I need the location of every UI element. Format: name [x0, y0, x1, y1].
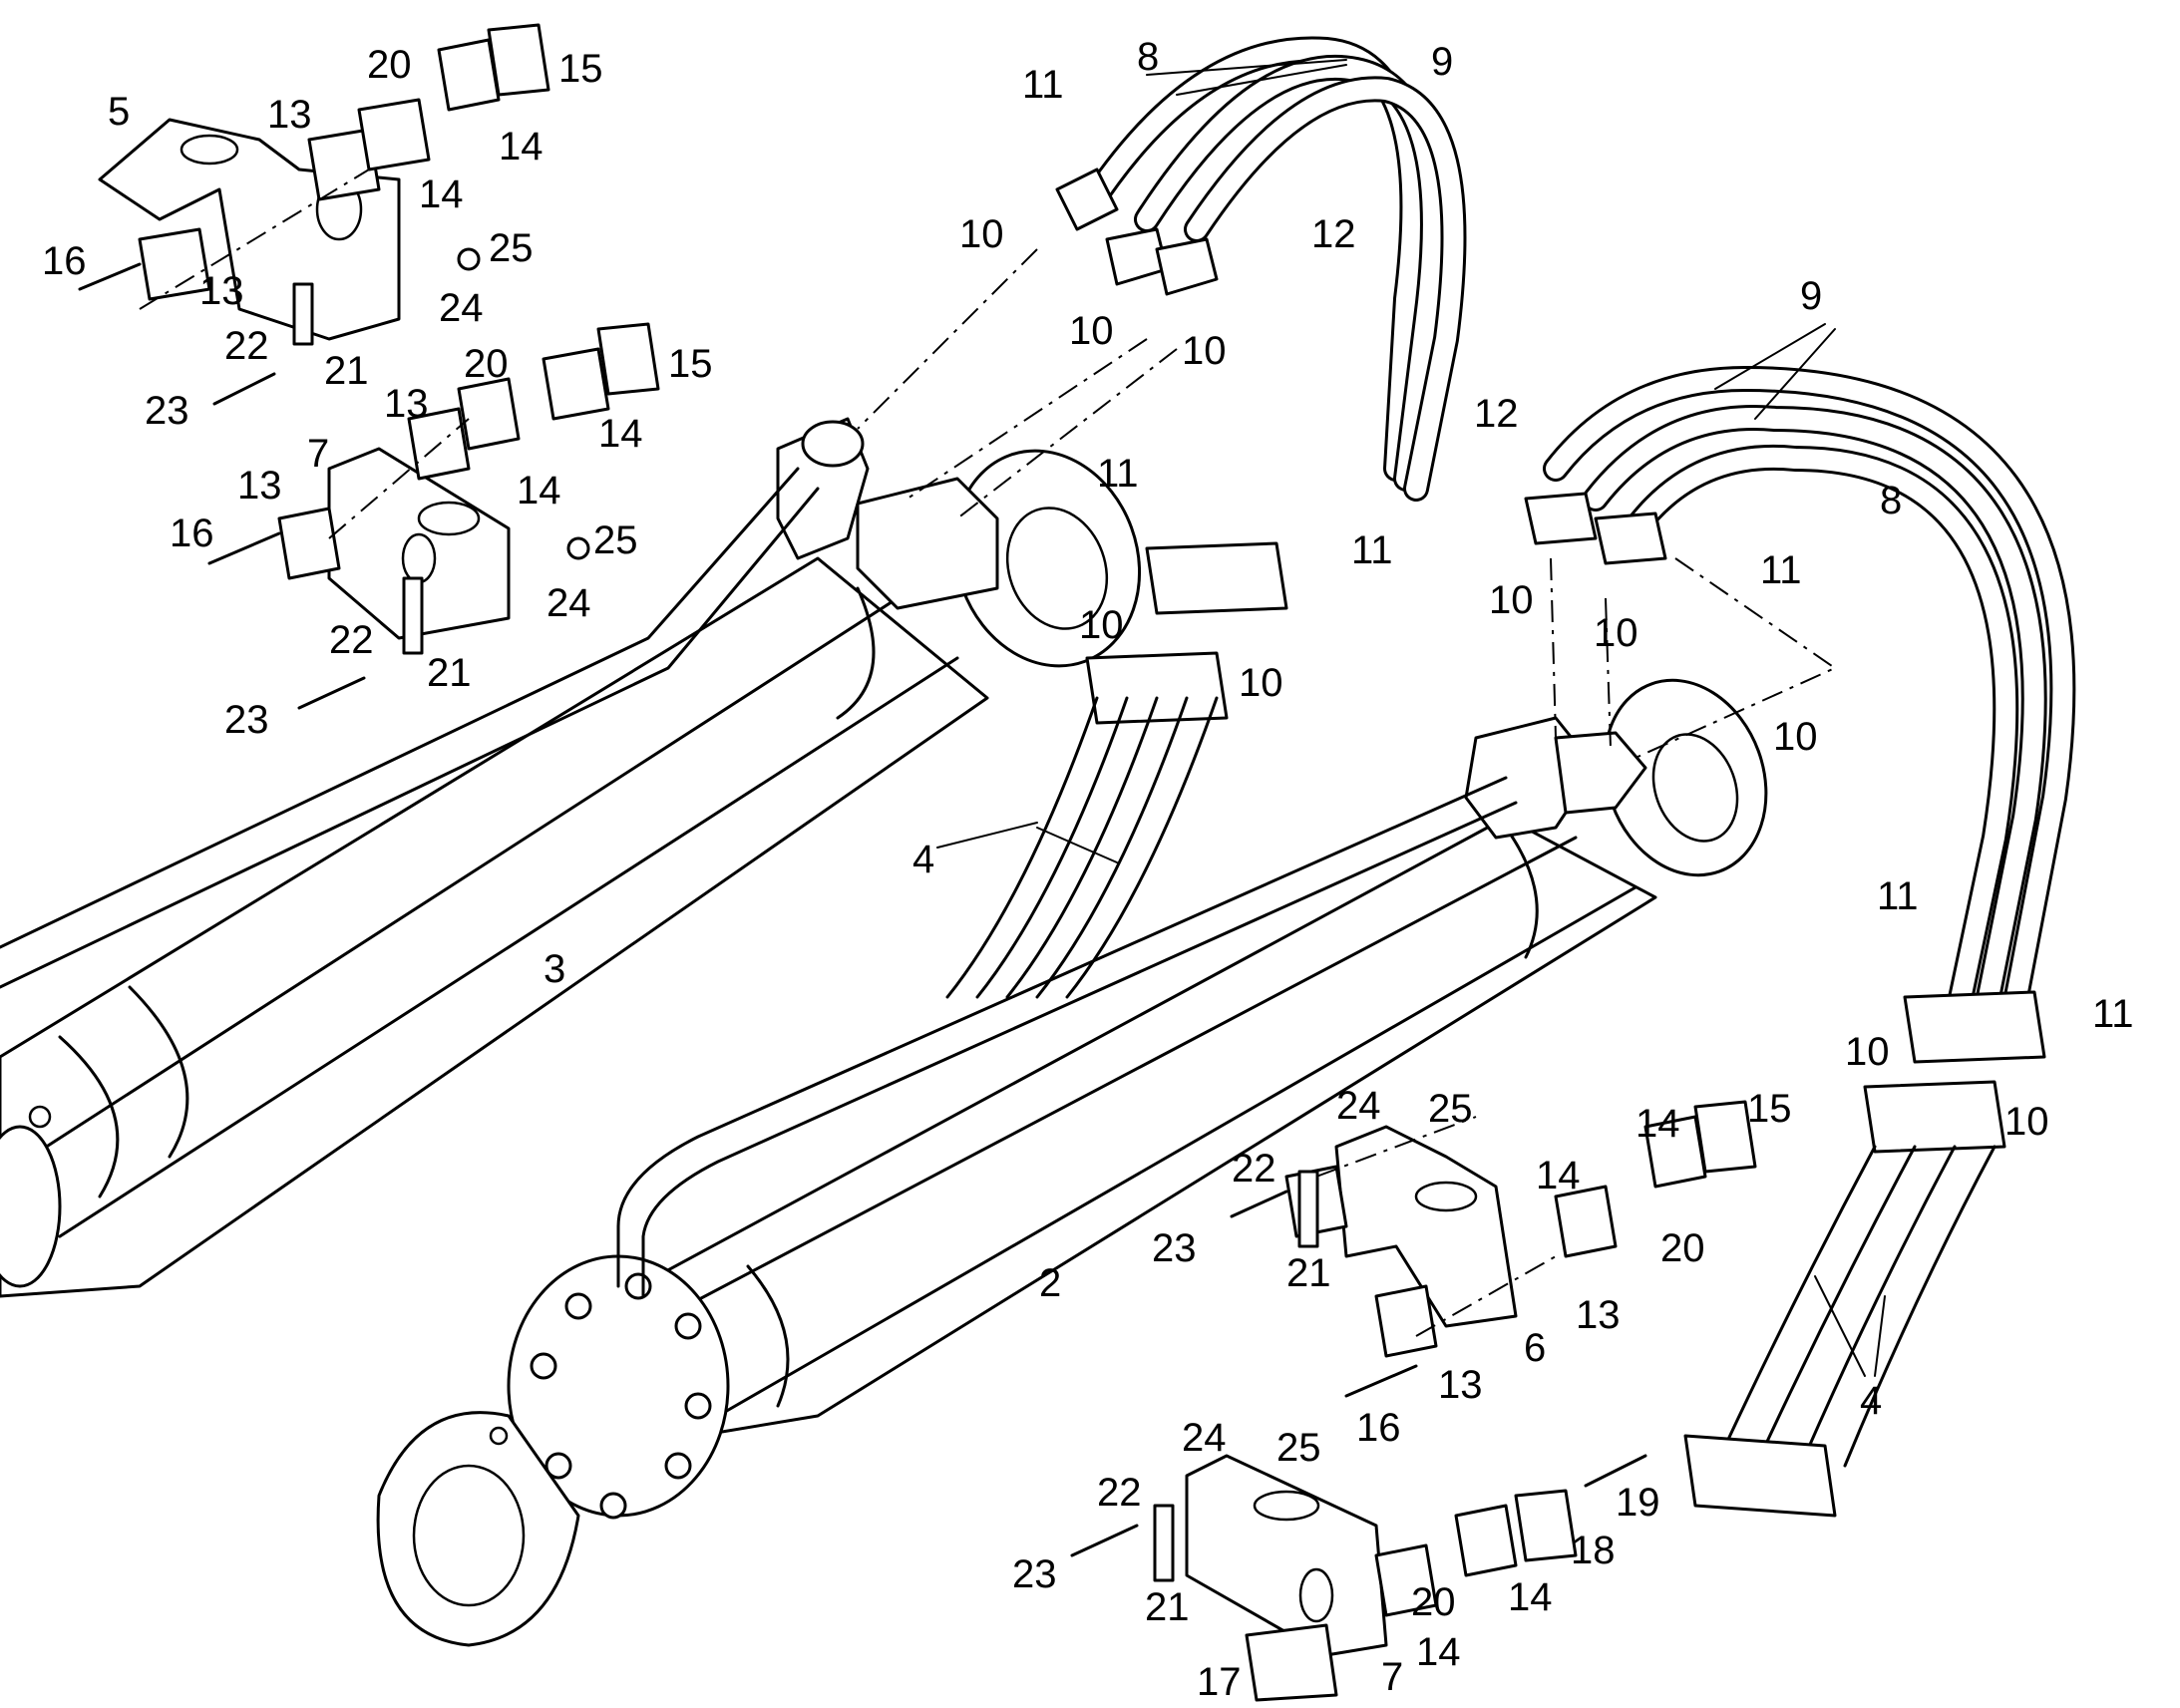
- label-22: 22: [1097, 1471, 1142, 1515]
- label-5: 5: [108, 90, 130, 134]
- label-22: 22: [224, 324, 269, 368]
- label-25: 25: [489, 226, 534, 270]
- label-14: 14: [419, 172, 464, 216]
- label-13: 13: [1576, 1293, 1621, 1337]
- label-10: 10: [1489, 578, 1534, 622]
- label-8: 8: [1880, 479, 1902, 522]
- label-20: 20: [1411, 1580, 1456, 1624]
- label-24: 24: [1336, 1084, 1381, 1128]
- label-7: 7: [1381, 1655, 1403, 1699]
- label-10: 10: [1845, 1030, 1890, 1074]
- bracket-group-lower-2: [1070, 1454, 1647, 1702]
- label-10: 10: [1594, 611, 1638, 655]
- label-15: 15: [1747, 1087, 1792, 1131]
- label-14: 14: [598, 412, 643, 456]
- label-10: 10: [959, 212, 1004, 256]
- label-23: 23: [145, 389, 189, 433]
- label-17: 17: [1197, 1660, 1242, 1704]
- label-23: 23: [224, 698, 269, 742]
- label-14: 14: [1416, 1630, 1461, 1674]
- label-7: 7: [307, 432, 329, 476]
- label-13: 13: [384, 382, 429, 426]
- label-16: 16: [1356, 1406, 1401, 1450]
- bracket-group-upper: [78, 23, 550, 406]
- hoses-4-middle: [945, 541, 1288, 999]
- label-22: 22: [329, 618, 374, 662]
- label-16: 16: [170, 512, 214, 555]
- label-14: 14: [517, 469, 561, 512]
- label-14: 14: [1635, 1102, 1680, 1146]
- label-20: 20: [1660, 1226, 1705, 1270]
- label-12: 12: [1311, 212, 1356, 256]
- label-13: 13: [267, 93, 312, 137]
- label-12: 12: [1474, 392, 1519, 436]
- label-18: 18: [1571, 1529, 1616, 1572]
- label-4: 4: [1860, 1379, 1882, 1423]
- label-13: 13: [1438, 1363, 1483, 1407]
- label-10: 10: [2004, 1100, 2049, 1144]
- label-16: 16: [42, 239, 87, 283]
- label-21: 21: [427, 651, 472, 695]
- label-11: 11: [1022, 63, 1064, 107]
- label-10: 10: [1079, 603, 1124, 647]
- hydraulic-cylinder-2: [376, 678, 1768, 1647]
- label-10: 10: [1773, 715, 1818, 759]
- label-24: 24: [1182, 1416, 1227, 1460]
- label-10: 10: [1182, 329, 1227, 373]
- label-14: 14: [499, 125, 544, 169]
- label-25: 25: [1276, 1426, 1321, 1470]
- label-22: 22: [1232, 1147, 1276, 1191]
- label-23: 23: [1012, 1552, 1057, 1596]
- label-9: 9: [1431, 40, 1453, 84]
- label-21: 21: [1286, 1251, 1331, 1295]
- label-13: 13: [199, 269, 244, 313]
- label-20: 20: [464, 342, 509, 386]
- hoses-8-9-right: [1524, 366, 2076, 1040]
- label-11: 11: [1351, 528, 1393, 572]
- label-14: 14: [1508, 1575, 1553, 1619]
- label-21: 21: [1145, 1585, 1190, 1629]
- label-8: 8: [1137, 35, 1159, 79]
- bracket-group-lower: [1230, 1100, 1757, 1398]
- label-2: 2: [1039, 1261, 1061, 1305]
- label-23: 23: [1152, 1226, 1197, 1270]
- assembly-guide-lines: [139, 169, 1838, 1337]
- part-number-labels: 5 20 15 13 14 14 16 13 25 24 22 21 23 20…: [42, 35, 2134, 1704]
- hoses-8-9-top: [1055, 36, 1467, 502]
- label-11: 11: [2092, 992, 2134, 1036]
- label-10: 10: [1239, 661, 1283, 705]
- hydraulic-cylinder-3: [0, 417, 1142, 1298]
- label-6: 6: [1524, 1326, 1546, 1370]
- label-24: 24: [439, 286, 484, 330]
- label-4: 4: [912, 838, 934, 881]
- label-15: 15: [668, 342, 713, 386]
- label-20: 20: [367, 43, 412, 87]
- bracket-group-upper-2: [207, 322, 660, 710]
- label-25: 25: [593, 518, 638, 562]
- label-leaders: [936, 59, 1886, 1377]
- label-9: 9: [1800, 274, 1822, 318]
- label-21: 21: [324, 349, 369, 393]
- label-24: 24: [546, 581, 591, 625]
- label-3: 3: [544, 947, 565, 991]
- label-14: 14: [1536, 1154, 1581, 1197]
- label-11: 11: [1760, 548, 1802, 592]
- label-25: 25: [1428, 1087, 1473, 1131]
- label-15: 15: [558, 47, 603, 91]
- hoses-4-right: [1683, 990, 2046, 1518]
- label-11: 11: [1877, 874, 1919, 918]
- label-13: 13: [237, 464, 282, 508]
- label-10: 10: [1069, 309, 1114, 353]
- label-19: 19: [1616, 1481, 1660, 1525]
- label-11: 11: [1097, 452, 1139, 496]
